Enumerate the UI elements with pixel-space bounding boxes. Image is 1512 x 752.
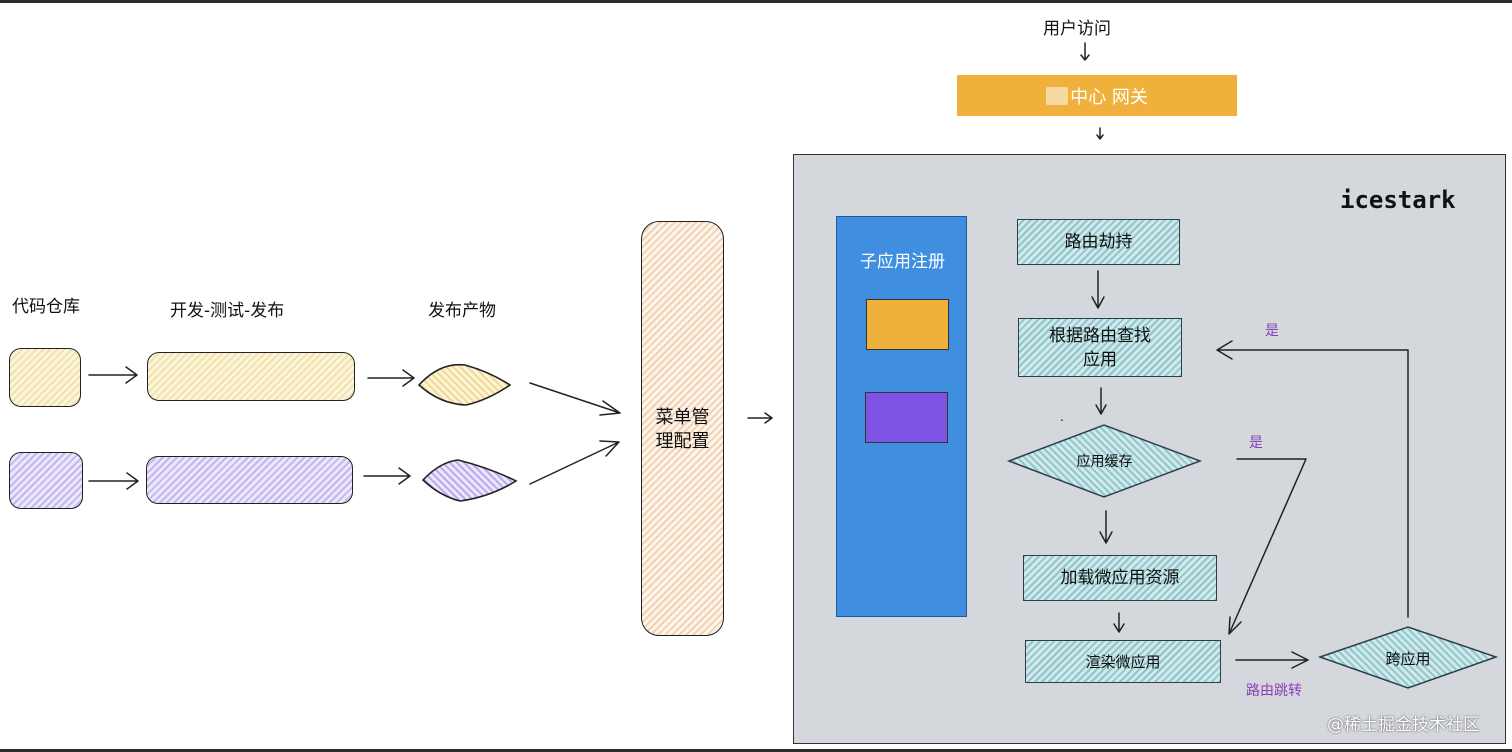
artifact-purple-diamond	[421, 459, 518, 502]
arrow-cache-yes-to-render	[1228, 458, 1307, 635]
arrow-cross-yes-to-find	[1216, 340, 1409, 618]
sub-app-orange	[866, 299, 949, 350]
arrow-repo-to-dev-purple	[88, 472, 139, 490]
cross-app-label: 跨应用	[1385, 650, 1431, 668]
icestark-title: icestark	[1340, 186, 1456, 214]
dev-yellow-bar	[147, 352, 355, 401]
stray-dot: .	[1060, 410, 1064, 424]
yes-label-1: 是	[1265, 323, 1279, 339]
arrow-dev-to-artifact-yellow	[367, 369, 415, 387]
arrow-load-to-render	[1113, 612, 1125, 633]
artifact-label: 发布产物	[428, 301, 496, 321]
dev-purple-bar	[146, 456, 353, 504]
arrow-hijack-to-find	[1091, 270, 1105, 309]
find-app-box: 根据路由查找 应用	[1018, 318, 1182, 377]
render-app-box: 渲染微应用	[1025, 640, 1221, 683]
sub-app-purple	[865, 392, 948, 443]
bottom-border	[0, 749, 1512, 752]
arrow-dev-to-artifact-purple	[363, 467, 411, 485]
repo-purple-box	[9, 452, 83, 509]
cross-app-diamond	[1317, 626, 1499, 689]
app-cache-diamond	[1006, 424, 1203, 498]
yes-label-2: 是	[1249, 435, 1263, 451]
arrow-user-to-gateway	[1080, 42, 1090, 61]
arrow-artifact-to-menu-bottom	[529, 440, 620, 485]
gateway-label: 中心 网关	[1070, 86, 1148, 108]
artifact-yellow-diamond	[417, 363, 512, 406]
load-resources-box: 加载微应用资源	[1023, 555, 1217, 601]
find-app-label: 根据路由查找 应用	[1049, 325, 1151, 370]
repo-yellow-box	[9, 348, 81, 407]
menu-config-label: 菜单管 理配置	[655, 407, 710, 452]
arrow-artifact-to-menu-top	[529, 382, 621, 416]
watermark: @稀土掘金技术社区	[1327, 715, 1480, 735]
arrow-render-to-cross	[1235, 651, 1309, 669]
render-app-label: 渲染微应用	[1085, 652, 1161, 671]
repo-label: 代码仓库	[12, 297, 80, 317]
arrow-find-to-cache	[1095, 387, 1107, 415]
route-hijack-box: 路由劫持	[1017, 219, 1180, 265]
dev-test-release-label: 开发-测试-发布	[170, 301, 285, 321]
arrow-cache-to-load	[1099, 510, 1113, 544]
load-resources-label: 加载微应用资源	[1060, 568, 1180, 588]
user-access-label: 用户访问	[1043, 19, 1111, 39]
gateway-box: 中心 网关	[957, 75, 1237, 116]
menu-config-box	[641, 221, 724, 636]
redacted-mark	[1046, 86, 1069, 105]
registry-label: 子应用注册	[860, 252, 945, 272]
arrow-gateway-to-panel	[1096, 127, 1104, 140]
top-border	[0, 0, 1512, 3]
route-jump-label: 路由跳转	[1246, 683, 1302, 699]
arrow-repo-to-dev-yellow	[88, 366, 138, 384]
route-hijack-label: 路由劫持	[1064, 232, 1133, 252]
app-cache-label: 应用缓存	[1076, 454, 1133, 470]
arrow-menu-to-panel	[747, 412, 773, 424]
